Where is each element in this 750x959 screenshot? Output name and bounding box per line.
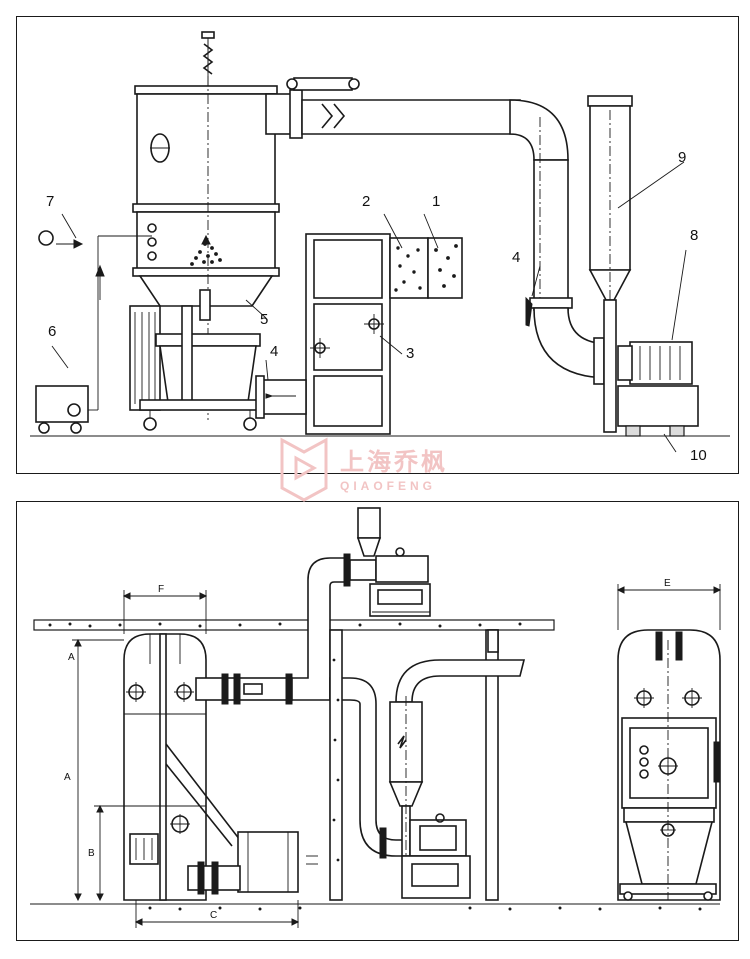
building-columns (329, 629, 499, 901)
label-4-right: 4 (512, 249, 520, 266)
label-9: 9 (678, 149, 686, 166)
dim-label-C: C (210, 910, 217, 921)
label-7: 7 (46, 193, 54, 210)
label-2: 2 (362, 193, 370, 210)
dryer-tower (129, 31, 280, 431)
heater-unit (255, 233, 463, 435)
exhaust-fan (617, 341, 699, 437)
bottom-diagram: F E A A B C (30, 507, 722, 928)
label-5: 5 (260, 311, 268, 328)
side-view-dryer (123, 633, 318, 901)
dim-label-A-top: A (68, 652, 75, 663)
exhaust-duct (265, 77, 611, 385)
dimension-lines (72, 584, 722, 928)
dim-label-B: B (88, 848, 95, 859)
label-6: 6 (48, 323, 56, 340)
label-8: 8 (690, 227, 698, 244)
dim-label-E: E (664, 578, 671, 589)
label-3: 3 (406, 345, 414, 362)
upper-cyclone-fan (356, 507, 431, 617)
watermark-cn: 上海乔枫 (340, 448, 448, 476)
side-view-duct (195, 553, 409, 859)
watermark-en: QIAOFENG (340, 479, 436, 493)
watermark: 上海乔枫 QIAOFENG (280, 437, 448, 502)
top-diagram: 1 2 3 4 4 5 6 7 8 9 10 (30, 31, 730, 464)
label-1: 1 (432, 193, 440, 210)
air-compressor (35, 230, 152, 434)
ceiling-slab (33, 619, 555, 631)
watermark-logo-icon (280, 437, 328, 502)
label-4-left: 4 (270, 343, 278, 360)
cyclone-collector (587, 95, 633, 433)
dim-label-A: A (64, 772, 71, 783)
dim-label-F: F (158, 584, 164, 595)
label-10: 10 (690, 447, 707, 464)
leader-lines (51, 161, 687, 453)
lower-cyclone-fan (388, 659, 526, 899)
front-view-dryer (617, 629, 721, 901)
